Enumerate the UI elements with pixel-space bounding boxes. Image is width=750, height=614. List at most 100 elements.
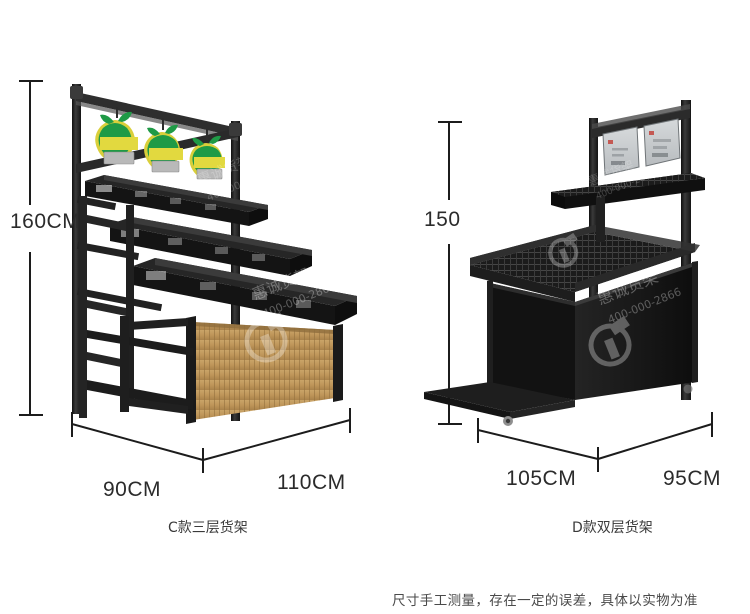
rack-d-header-rail [592,108,690,138]
rack-d-shelf-support [596,196,605,242]
sign-panel-2-face [643,118,681,167]
sign-panel-1-line-b [612,154,624,157]
upper-shelf-mesh [551,173,705,197]
cabinet-side-face [575,262,695,400]
sign-panel-2-line-b [653,146,667,149]
base-rail-mid [87,330,193,356]
dimension-label-height-rack-c: 160CM [10,210,81,233]
dimension-label-width-rack-c: 110CM [277,471,346,494]
base-post-mid [120,316,129,412]
watermark-logo-right [588,316,632,367]
rack-d-base-platform [424,382,693,426]
base-post-left [186,316,196,424]
apple-leaf-left-2 [147,127,160,136]
tier-3-front-panel [133,266,335,325]
caster-wheel-rear [683,384,693,394]
apple-sign-window-3 [196,168,223,180]
measurement-disclaimer: 尺寸手工测量，存在一定的误差，具体以实物为准 [392,593,698,609]
cabinet-corner-left [487,280,493,386]
base-rail-front [87,380,193,410]
rack-c-bracket-left [70,86,83,99]
tier-1-label-c [170,198,181,204]
apple-sign-window-2 [151,160,180,173]
tier-2-side [290,250,312,276]
tier-3-label-d [296,300,311,308]
tier-2-label-c [215,247,228,254]
apple-leaf-right-3 [209,135,221,144]
tier-2-front-panel [110,224,290,276]
base-platform-front [424,392,510,419]
tier-3-lip [155,258,357,303]
dimension-lines-rack-d [438,121,713,472]
rack-c-bracket-right [229,123,242,136]
rack-d-main-bin [470,225,700,302]
tier-1-label-b [135,191,147,197]
dimension-label-depth-rack-d: 105CM [506,467,577,490]
rack-d-header-rail-highlight [592,104,690,129]
base-brace-upper [129,318,188,330]
base-platform-top [424,382,575,412]
upper-shelf-end [551,192,565,209]
tier-3-label-a [146,271,166,280]
apple-leaf-left-3 [192,137,204,146]
rack-d-cabinet [487,261,698,400]
dimension-label-height-rack-d: 150 [424,208,461,231]
rack-c-post-right [231,121,240,421]
base-brace-lower [129,398,188,414]
watermark-rack-d-bin [548,232,579,268]
cabinet-front-top-edge [490,283,575,306]
cabinet-side-top-edge [575,262,695,306]
tier-2-label-b [168,238,182,245]
watermark-logo-d-bin [548,232,579,268]
product-caption-rack-d: D款双层货架 [572,520,653,536]
rack-c-tier-3 [133,258,357,325]
cabinet-front-face [490,283,575,400]
main-bin-edge-highlight [470,225,700,265]
dimension-label-depth-rack-c: 90CM [103,478,162,501]
tier-1-side [249,205,268,226]
rack-d-post-left [589,118,598,308]
sign-panel-2-price [652,153,668,157]
tier-2-lip [132,217,312,256]
sign-panel-2-line-a [653,139,671,142]
apple-sign-banner-2 [149,148,183,160]
rack-c-post-left [72,84,81,414]
sign-panel-1-line-a [612,148,628,151]
tier-3-label-c [252,292,267,300]
price-sign-apple-2 [144,118,183,173]
rack-c-illustration [70,84,357,424]
base-platform-right [510,400,575,419]
sign-panel-1-price [611,161,625,165]
rack-c-tier-2 [110,217,312,276]
rack-c-wood-panel [193,322,335,420]
main-bin-rim-front [470,265,575,302]
apple-sign-banner-3 [194,157,225,168]
wood-panel-face [193,322,335,420]
main-bin-mesh-floor [470,232,695,292]
sign-panel-2 [643,117,681,167]
wood-panel-top-edge [193,322,335,334]
dimension-label-width-rack-d: 95CM [663,467,722,490]
tier-3-side [335,296,357,325]
rack-c-header-rail-top [76,92,238,137]
rack-c-support-arms [76,195,163,312]
sign-panel-2-mark [649,131,654,135]
rack-d-illustration [424,100,705,426]
watermark-logo-left [244,312,288,363]
apple-leaf-right-1 [118,111,132,122]
apple-sign-banner-1 [100,137,138,150]
price-sign-apple-3 [189,129,225,180]
product-caption-rack-c: C款三层货架 [168,520,248,536]
tier-2-label-d [252,254,265,261]
price-sign-apple-1 [95,107,138,165]
sign-panel-1-mark [608,140,613,144]
sign-panel-1 [602,125,640,176]
main-bin-rim-right [575,243,695,292]
apple-leaf-right-2 [165,124,178,134]
tier-1-label-a [96,185,112,192]
dimension-lines-rack-c [19,80,351,473]
tier-1-lip [104,175,268,210]
rack-c-base-frame [87,316,343,424]
